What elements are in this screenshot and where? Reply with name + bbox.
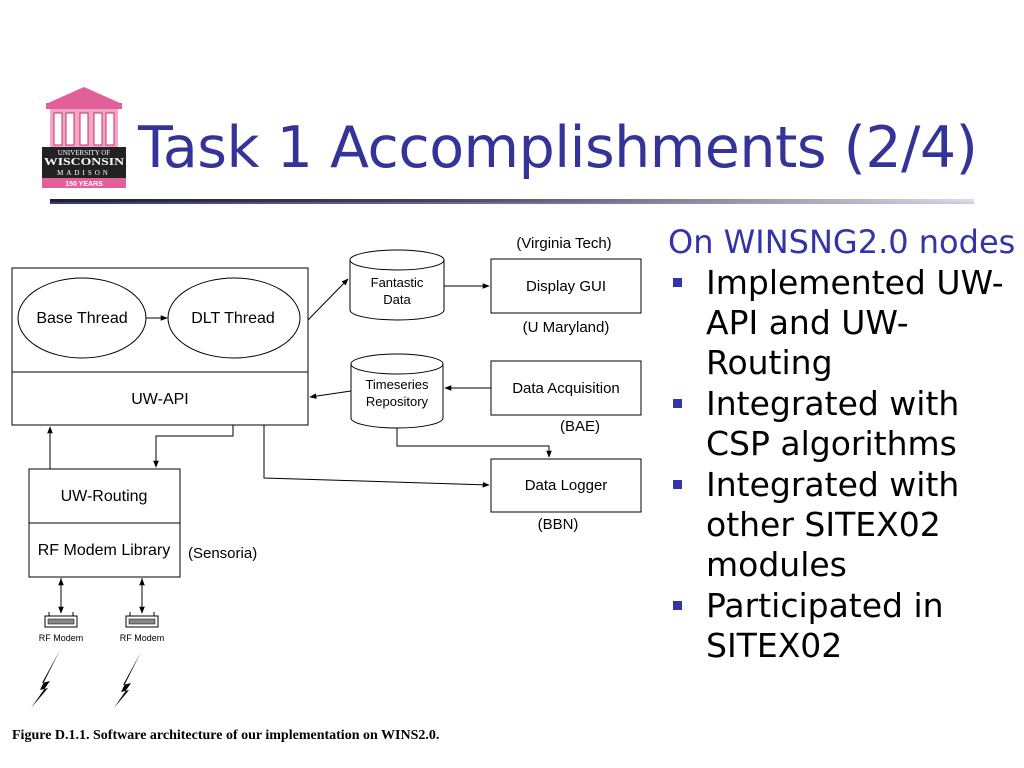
- bullet-list: On WINSNG2.0 nodes Implemented UW-API an…: [668, 222, 1018, 667]
- rf-modem-label: RF Modem: [120, 633, 165, 643]
- uw-api-label: UW-API: [131, 391, 188, 408]
- rf-modem-library-label: RF Modem Library: [38, 542, 170, 559]
- rf-modem-library-box: [28, 522, 181, 578]
- bullet-item: Integrated with other SITEX02 modules: [668, 465, 1018, 585]
- logo-madison: MADISON: [57, 169, 111, 177]
- dlt-thread-label: DLT Thread: [191, 310, 275, 327]
- fantastic-data-cylinder: [349, 249, 445, 321]
- data-logger-box: [490, 458, 642, 513]
- university-logo: UNIVERSITY OF WISCONSIN MADISON 150 YEAR…: [42, 85, 126, 188]
- logo-university-of: UNIVERSITY OF: [58, 149, 111, 157]
- fantastic-data-label: Fantastic: [371, 275, 424, 290]
- timeseries-repository-label: Timeseries: [365, 377, 429, 392]
- figure-caption: Figure D.1.1. Software architecture of o…: [12, 728, 439, 743]
- sensoria-label: (Sensoria): [188, 545, 257, 562]
- title-divider: [50, 199, 974, 202]
- virginia-tech-label: (Virginia Tech): [516, 235, 611, 252]
- data-logger-label: Data Logger: [525, 477, 608, 494]
- rf-modem-device-1: [44, 612, 78, 628]
- data-acquisition-label: Data Acquisition: [512, 380, 620, 397]
- timeseries-repository-label: Repository: [366, 394, 429, 409]
- logo-150-years: 150 YEARS: [65, 181, 103, 188]
- uw-routing-label: UW-Routing: [61, 488, 148, 505]
- bullet-item: Integrated with CSP algorithms: [668, 384, 1018, 464]
- bullet-square-icon: [673, 480, 682, 489]
- bullet-square-icon: [673, 399, 682, 408]
- rf-modem-device-2: [125, 612, 159, 628]
- bullet-lead: On WINSNG2.0 nodes: [668, 223, 1016, 261]
- display-gui-label: Display GUI: [526, 278, 606, 295]
- bullet-square-icon: [673, 601, 682, 610]
- wireless-signal-icon: [114, 652, 141, 708]
- bbn-label: (BBN): [538, 516, 579, 533]
- uw-api-box: [11, 371, 309, 426]
- architecture-diagram: Base Thread DLT Thread UW-API UW-Routing…: [11, 235, 642, 743]
- logo-wisconsin: WISCONSIN: [44, 156, 124, 168]
- title-divider-accent: [50, 202, 974, 204]
- bullet-text: Integrated with other SITEX02 modules: [706, 465, 960, 584]
- bullet-text: Participated in SITEX02: [706, 586, 944, 665]
- display-gui-box: [490, 258, 642, 314]
- u-maryland-label: (U Maryland): [523, 319, 610, 336]
- dlt-thread-node: [167, 277, 301, 359]
- bullet-square-icon: [673, 278, 682, 287]
- wireless-signal-icon: [31, 650, 60, 708]
- fantastic-data-label: Data: [383, 292, 411, 307]
- bullet-text: Implemented UW-API and UW-Routing: [706, 263, 1004, 382]
- bae-label: (BAE): [560, 418, 600, 435]
- bullet-text: Integrated with CSP algorithms: [706, 384, 960, 463]
- bullet-item: Implemented UW-API and UW-Routing: [668, 263, 1018, 383]
- rf-modem-label: RF Modem: [39, 633, 84, 643]
- base-thread-label: Base Thread: [36, 310, 127, 327]
- bullet-item: Participated in SITEX02: [668, 586, 1018, 666]
- slide-title: Task 1 Accomplishments (2/4): [138, 115, 978, 181]
